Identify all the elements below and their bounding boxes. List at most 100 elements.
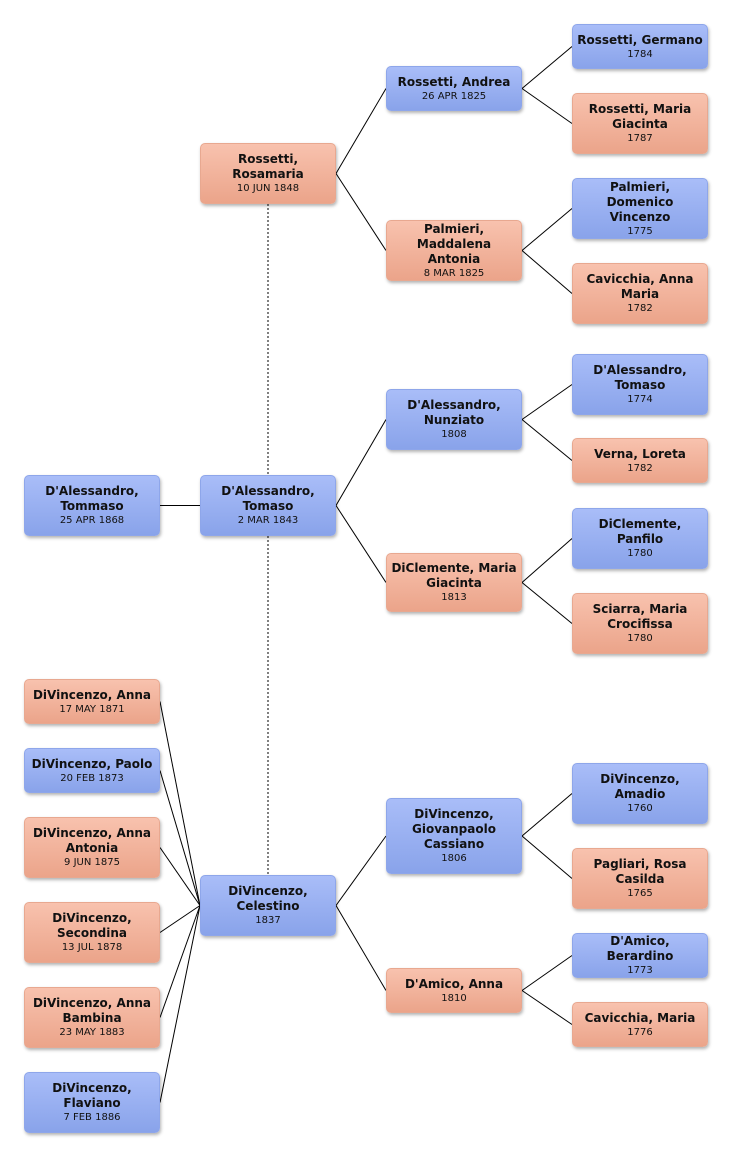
parent-link [521, 582, 573, 624]
person-date: 1813 [441, 592, 467, 603]
person-date: 1837 [255, 915, 281, 926]
person-name: D'Alessandro, Tomaso [593, 363, 687, 392]
person-box-rosamaria[interactable]: Rossetti, Rosamaria 10 JUN 1848 [200, 143, 336, 204]
person-name: DiClemente, Maria Giacinta [391, 561, 517, 590]
person-box-sciarra[interactable]: Sciarra, Maria Crocifissa 1780 [572, 593, 708, 654]
child-link [159, 770, 201, 906]
person-box-mariagiacinta[interactable]: DiClemente, Maria Giacinta 1813 [386, 553, 522, 612]
person-date: 1773 [627, 965, 653, 976]
person-box-amadio[interactable]: DiVincenzo, Amadio 1760 [572, 763, 708, 824]
person-name: Rossetti, Germano [577, 32, 703, 47]
person-date: 1782 [627, 303, 653, 314]
person-name: DiVincenzo, Anna Bambina [32, 996, 152, 1025]
person-name: Palmieri, Maddalena Antonia [416, 221, 492, 266]
parent-link [335, 905, 387, 991]
person-name: DiVincenzo, Giovanpaolo Cassiano [412, 807, 496, 851]
parent-link [521, 208, 573, 251]
person-box-s-flaviano[interactable]: DiVincenzo, Flaviano 7 FEB 1886 [24, 1072, 160, 1133]
person-date: 20 FEB 1873 [60, 772, 124, 784]
person-date: 1808 [441, 429, 467, 440]
person-date: 1765 [627, 888, 653, 899]
child-link [159, 905, 201, 933]
parent-link [335, 419, 387, 506]
person-date: 9 JUN 1875 [64, 857, 120, 868]
child-link [159, 701, 201, 906]
person-date: 1780 [627, 548, 653, 559]
parent-link [521, 46, 573, 89]
person-name: Rossetti, Maria Giacinta [588, 102, 692, 131]
person-name: DiVincenzo, Anna [32, 687, 152, 702]
person-box-tomaso[interactable]: D'Alessandro, Tomaso 2 MAR 1843 [200, 475, 336, 536]
parent-link [521, 538, 573, 583]
person-date: 23 MAY 1883 [59, 1027, 125, 1038]
parent-link [521, 793, 573, 837]
parent-link [521, 835, 573, 879]
person-name: Sciarra, Maria Crocifissa [592, 602, 688, 631]
parent-link [521, 419, 573, 461]
person-box-pagliari[interactable]: Pagliari, Rosa Casilda 1765 [572, 848, 708, 909]
person-box-giovanpaolo[interactable]: DiVincenzo, Giovanpaolo Cassiano 1806 [386, 798, 522, 874]
person-date: 1760 [627, 803, 653, 814]
person-name: DiVincenzo, Secondina [52, 911, 132, 940]
person-date: 1775 [627, 225, 653, 237]
person-name: Cavicchia, Maria [584, 1010, 696, 1025]
person-name: D'Alessandro, Tomaso [221, 484, 315, 513]
person-name: D'Alessandro, Tommaso [45, 484, 139, 513]
person-name: Rossetti, Rosamaria [232, 152, 304, 181]
person-date: 26 APR 1825 [421, 90, 487, 102]
person-name: D'Alessandro, Nunziato [407, 398, 501, 427]
parent-link [335, 88, 387, 174]
person-name: Verna, Loreta [594, 446, 686, 461]
person-date: 10 JUN 1848 [236, 183, 300, 194]
person-name: DiVincenzo, Paolo [31, 756, 153, 771]
person-box-berardino[interactable]: D'Amico, Berardino 1773 [572, 933, 708, 978]
person-box-tomaso-1774[interactable]: D'Alessandro, Tomaso 1774 [572, 354, 708, 415]
child-link [159, 847, 201, 906]
person-date: 1784 [627, 48, 653, 60]
person-name: DiVincenzo, Anna Antonia [32, 826, 152, 855]
parent-link [335, 835, 387, 906]
person-box-s-annaantonia[interactable]: DiVincenzo, Anna Antonia 9 JUN 1875 [24, 817, 160, 878]
person-name: DiClemente, Panfilo [598, 517, 682, 546]
parent-link [335, 173, 387, 251]
person-box-s-annabambina[interactable]: DiVincenzo, Anna Bambina 23 MAY 1883 [24, 987, 160, 1048]
parent-link [521, 384, 573, 420]
person-date: 1780 [627, 633, 653, 644]
person-date: 1774 [627, 394, 653, 405]
person-box-nunziato[interactable]: D'Alessandro, Nunziato 1808 [386, 389, 522, 450]
person-box-s-secondina[interactable]: DiVincenzo, Secondina 13 JUL 1878 [24, 902, 160, 963]
person-name: DiVincenzo, Flaviano [52, 1081, 132, 1110]
parent-link [521, 88, 573, 124]
person-name: Palmieri, Domenico Vincenzo [606, 179, 674, 224]
person-name: DiVincenzo, Amadio [600, 772, 680, 801]
parent-link [335, 505, 387, 583]
person-date: 1810 [441, 992, 467, 1004]
person-name: D'Amico, Berardino [606, 934, 674, 963]
child-link [159, 905, 201, 1103]
person-date: 13 JUL 1878 [61, 942, 123, 953]
person-date: 7 FEB 1886 [63, 1112, 121, 1123]
person-date: 1782 [627, 462, 653, 474]
person-date: 17 MAY 1871 [59, 703, 125, 715]
person-date: 8 MAR 1825 [423, 267, 485, 279]
person-date: 1806 [441, 853, 467, 864]
person-date: 1787 [627, 133, 653, 144]
parent-link [521, 990, 573, 1025]
person-date: 2 MAR 1843 [237, 515, 299, 526]
person-box-rossetti-mg[interactable]: Rossetti, Maria Giacinta 1787 [572, 93, 708, 154]
person-box-panfilo[interactable]: DiClemente, Panfilo 1780 [572, 508, 708, 569]
person-name: Pagliari, Rosa Casilda [593, 857, 687, 886]
